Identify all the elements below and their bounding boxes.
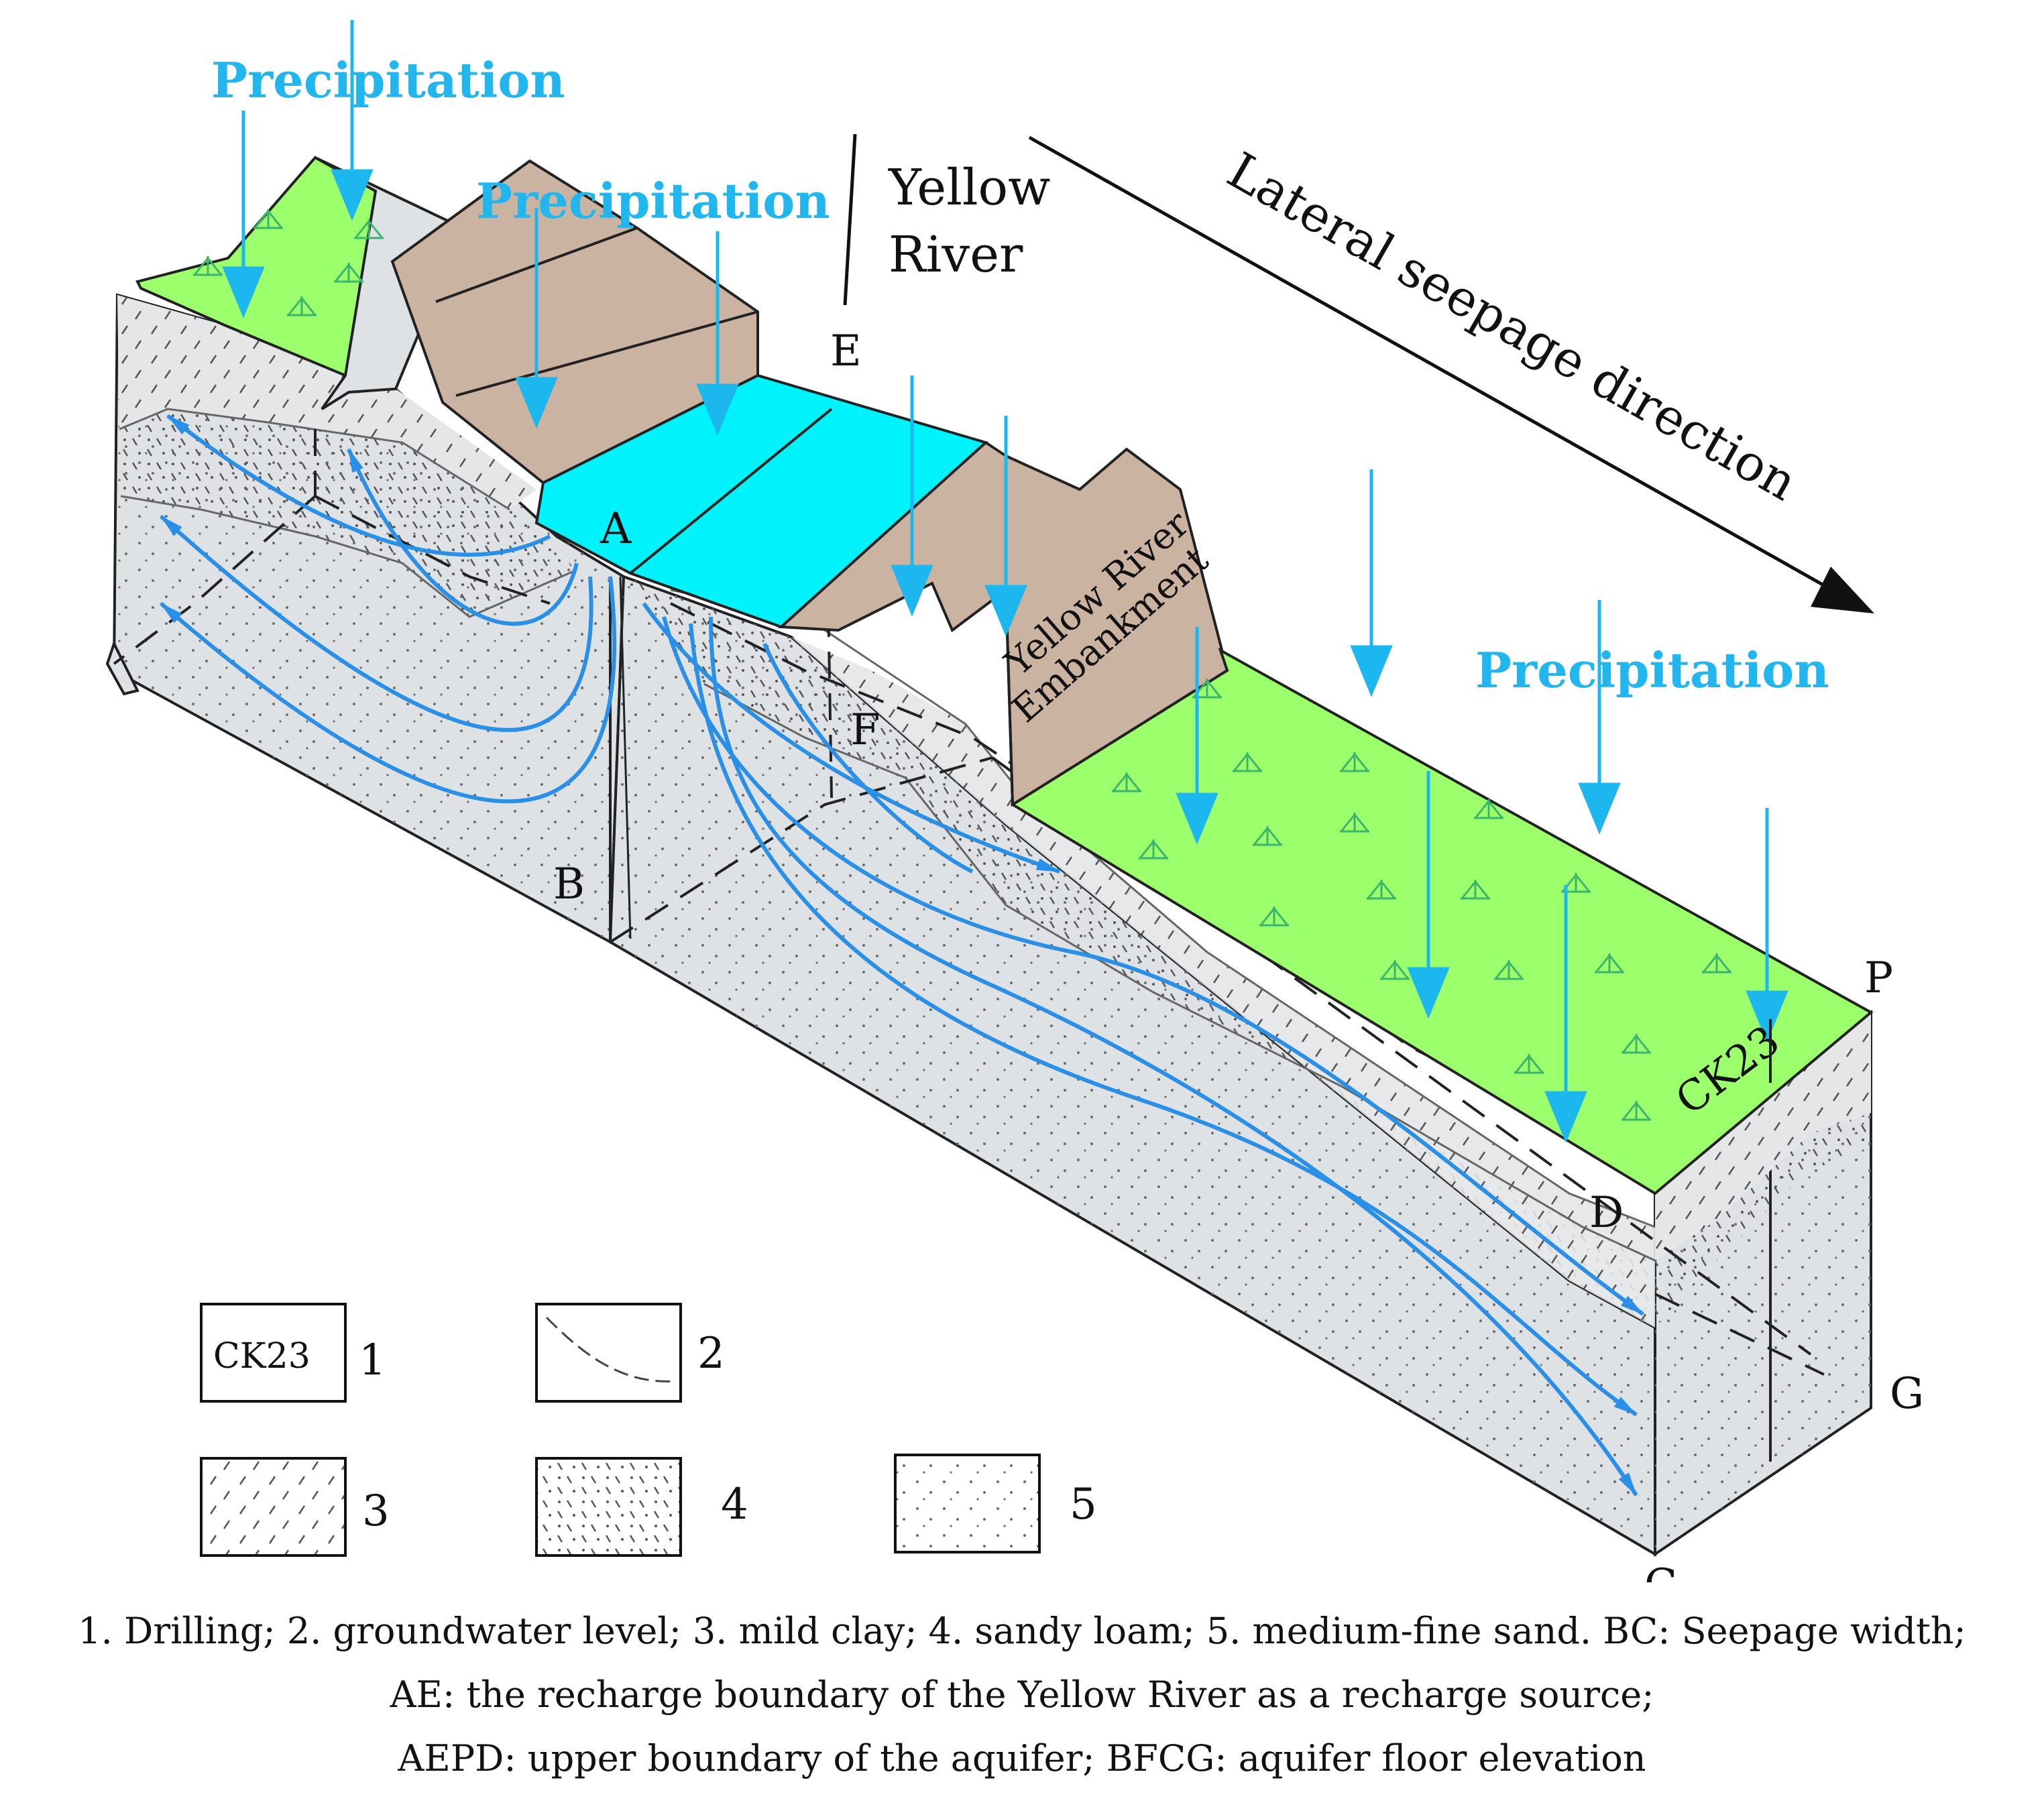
caption-line-2: AE: the recharge boundary of the Yellow … <box>390 1674 1654 1716</box>
legend-num-2: 2 <box>697 1329 725 1378</box>
top-surfaces <box>135 156 1874 1195</box>
point-D: D <box>1589 1188 1624 1238</box>
precipitation-label-middle: Precipitation <box>476 172 830 229</box>
legend-groundwater-box <box>535 1303 682 1403</box>
rain-arrow <box>1746 808 1788 1043</box>
precipitation-arrows <box>222 20 1788 1143</box>
rain-arrow <box>1350 469 1393 697</box>
hydrogeological-block-diagram: Precipitation Precipitation Precipitatio… <box>105 20 1924 1582</box>
point-F: F <box>850 705 880 755</box>
rain-arrow <box>1176 627 1218 845</box>
point-B: B <box>553 860 585 909</box>
caption-line-1: 1. Drilling; 2. groundwater level; 3. mi… <box>78 1610 1966 1652</box>
point-G: G <box>1890 1369 1924 1419</box>
precipitation-label-right: Precipitation <box>1475 642 1829 699</box>
legend-num-1: 1 <box>359 1336 386 1385</box>
legend-drilling-box <box>200 1303 347 1403</box>
point-P: P <box>1864 953 1893 1003</box>
rain-arrow <box>515 208 558 429</box>
yellow-river-label-line1: Yellow <box>888 159 1050 217</box>
rain-arrow <box>1544 885 1587 1143</box>
embankment-left <box>390 159 759 485</box>
point-A: A <box>600 504 632 554</box>
precipitation-label-left: Precipitation <box>211 52 565 109</box>
groundwater-level-left <box>315 495 551 605</box>
legend-num-4: 4 <box>721 1480 748 1529</box>
yellow-river-marker-line <box>843 133 857 306</box>
rain-arrow <box>222 111 265 318</box>
legend-num-5: 5 <box>1070 1480 1097 1529</box>
figure-caption: 1. Drilling; 2. groundwater level; 3. mi… <box>0 1599 2044 1790</box>
point-C: C <box>1644 1560 1677 1582</box>
lateral-seepage-label: Lateral seepage direction <box>1218 141 1807 512</box>
legend: CK23 1 2 3 4 5 <box>200 1303 1097 1557</box>
rain-arrow <box>331 20 374 221</box>
yellow-river-label-line2: River <box>889 226 1023 284</box>
rain-arrow <box>891 375 933 617</box>
flow-lines <box>159 414 1644 1497</box>
legend-num-3: 3 <box>362 1486 390 1536</box>
legend-drilling-text: CK23 <box>213 1336 310 1376</box>
rain-arrow <box>696 231 739 436</box>
rain-arrow <box>1578 600 1621 835</box>
lateral-seepage-arrow <box>1028 135 1874 613</box>
grassland-right <box>1010 647 1874 1195</box>
loam-band-left <box>119 409 577 617</box>
rain-arrow <box>1407 771 1450 1019</box>
caption-line-3: AEPD: upper boundary of the aquifer; BFC… <box>398 1737 1646 1779</box>
grass-tufts <box>193 209 1731 1121</box>
rain-arrow <box>984 416 1027 637</box>
point-E: E <box>830 327 862 376</box>
